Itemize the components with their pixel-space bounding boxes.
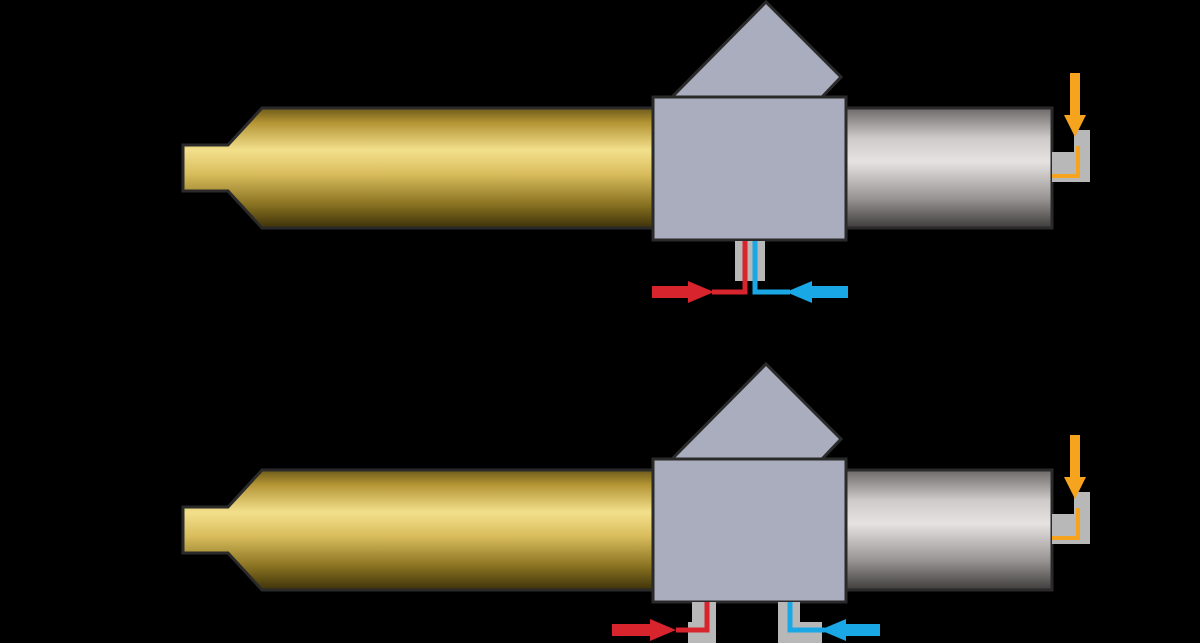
orange-arrow-icon xyxy=(1064,73,1086,137)
trigger-fitting xyxy=(1052,130,1090,182)
hot-gas-line xyxy=(676,602,710,633)
steel-handle xyxy=(843,106,1054,230)
brass-nozzle xyxy=(181,106,657,230)
red-arrow-icon xyxy=(612,619,676,641)
hot-gas-line xyxy=(712,241,748,295)
trigger-line xyxy=(1052,146,1080,178)
cold-gas-line xyxy=(752,241,790,295)
trigger-line xyxy=(1052,508,1080,540)
cold-gas-line xyxy=(787,602,825,633)
blue-arrow-icon xyxy=(820,619,880,641)
torch-assembly-bottom xyxy=(181,361,1090,643)
orange-arrow-icon xyxy=(1064,435,1086,499)
blue-arrow-icon xyxy=(786,281,848,303)
hot-inlet-fitting xyxy=(688,602,716,643)
valve-cap xyxy=(668,361,844,461)
brass-nozzle xyxy=(181,468,657,592)
red-arrow-icon xyxy=(652,281,714,303)
trigger-fitting xyxy=(1052,492,1090,544)
mixer-block xyxy=(651,457,848,604)
cold-inlet-fitting xyxy=(778,602,822,643)
mixer-block xyxy=(651,95,848,242)
valve-cap xyxy=(668,0,844,99)
inlet-fitting xyxy=(735,241,765,281)
steel-handle xyxy=(843,468,1054,592)
torch-assembly-top xyxy=(181,0,1090,303)
